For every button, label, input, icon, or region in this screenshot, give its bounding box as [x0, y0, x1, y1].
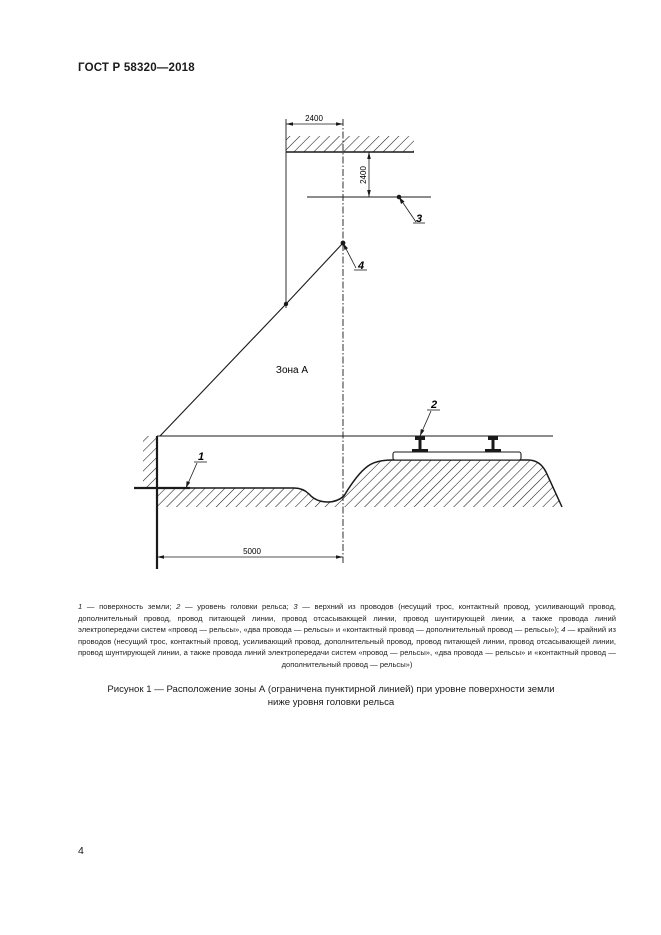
rail-right [485, 436, 501, 452]
legend-item-1: 1 — поверхность земли; [78, 602, 177, 611]
track-superstructure [392, 436, 522, 461]
caption-line-1: Рисунок 1 — Расположение зоны А (огранич… [107, 684, 555, 695]
dimension-label-2400-horizontal: 2400 [305, 114, 323, 123]
top-structure [286, 136, 414, 153]
callout-label-1: 1 [198, 451, 204, 463]
callout-2: 2 [419, 399, 440, 437]
callout-3: 3 [398, 196, 425, 225]
page-number: 4 [78, 845, 84, 857]
callout-4: 4 [342, 242, 367, 272]
callout-label-4: 4 [357, 260, 364, 272]
dimension-label-5000: 5000 [243, 547, 261, 556]
zone-a-boundary [159, 242, 344, 437]
legend-item-4: 4 — крайний из проводов (несущий трос, к… [78, 625, 617, 669]
zone-a-label: Зона А [276, 365, 308, 376]
rail-left [412, 436, 428, 452]
zone-a-diagram: 2400 2400 3 4 Зона А [134, 114, 563, 569]
dimension-top-horizontal: 2400 [285, 114, 343, 308]
callout-1: 1 [185, 451, 207, 489]
figure-legend: 1 — поверхность земли; 2 — уровень голов… [78, 601, 616, 671]
legend-item-2: 2 — уровень головки рельса; [176, 602, 294, 611]
document-code: ГОСТ Р 58320—2018 [78, 62, 195, 74]
ground-embankment [157, 459, 563, 508]
dimension-bottom-horizontal: 5000 [157, 547, 343, 559]
caption-line-2: ниже уровня головки рельса [267, 696, 395, 708]
callout-label-3: 3 [416, 213, 422, 225]
dimension-label-2400-vertical: 2400 [359, 166, 368, 184]
zone-boundary-vertex [283, 301, 289, 307]
figure-caption: Рисунок 1 — Расположение зоны А (огранич… [78, 684, 584, 709]
legend-item-3: 3 — верхний из проводов (несущий трос, к… [78, 602, 616, 635]
callout-label-2: 2 [430, 399, 437, 411]
dimension-top-vertical: 2400 [359, 152, 371, 197]
